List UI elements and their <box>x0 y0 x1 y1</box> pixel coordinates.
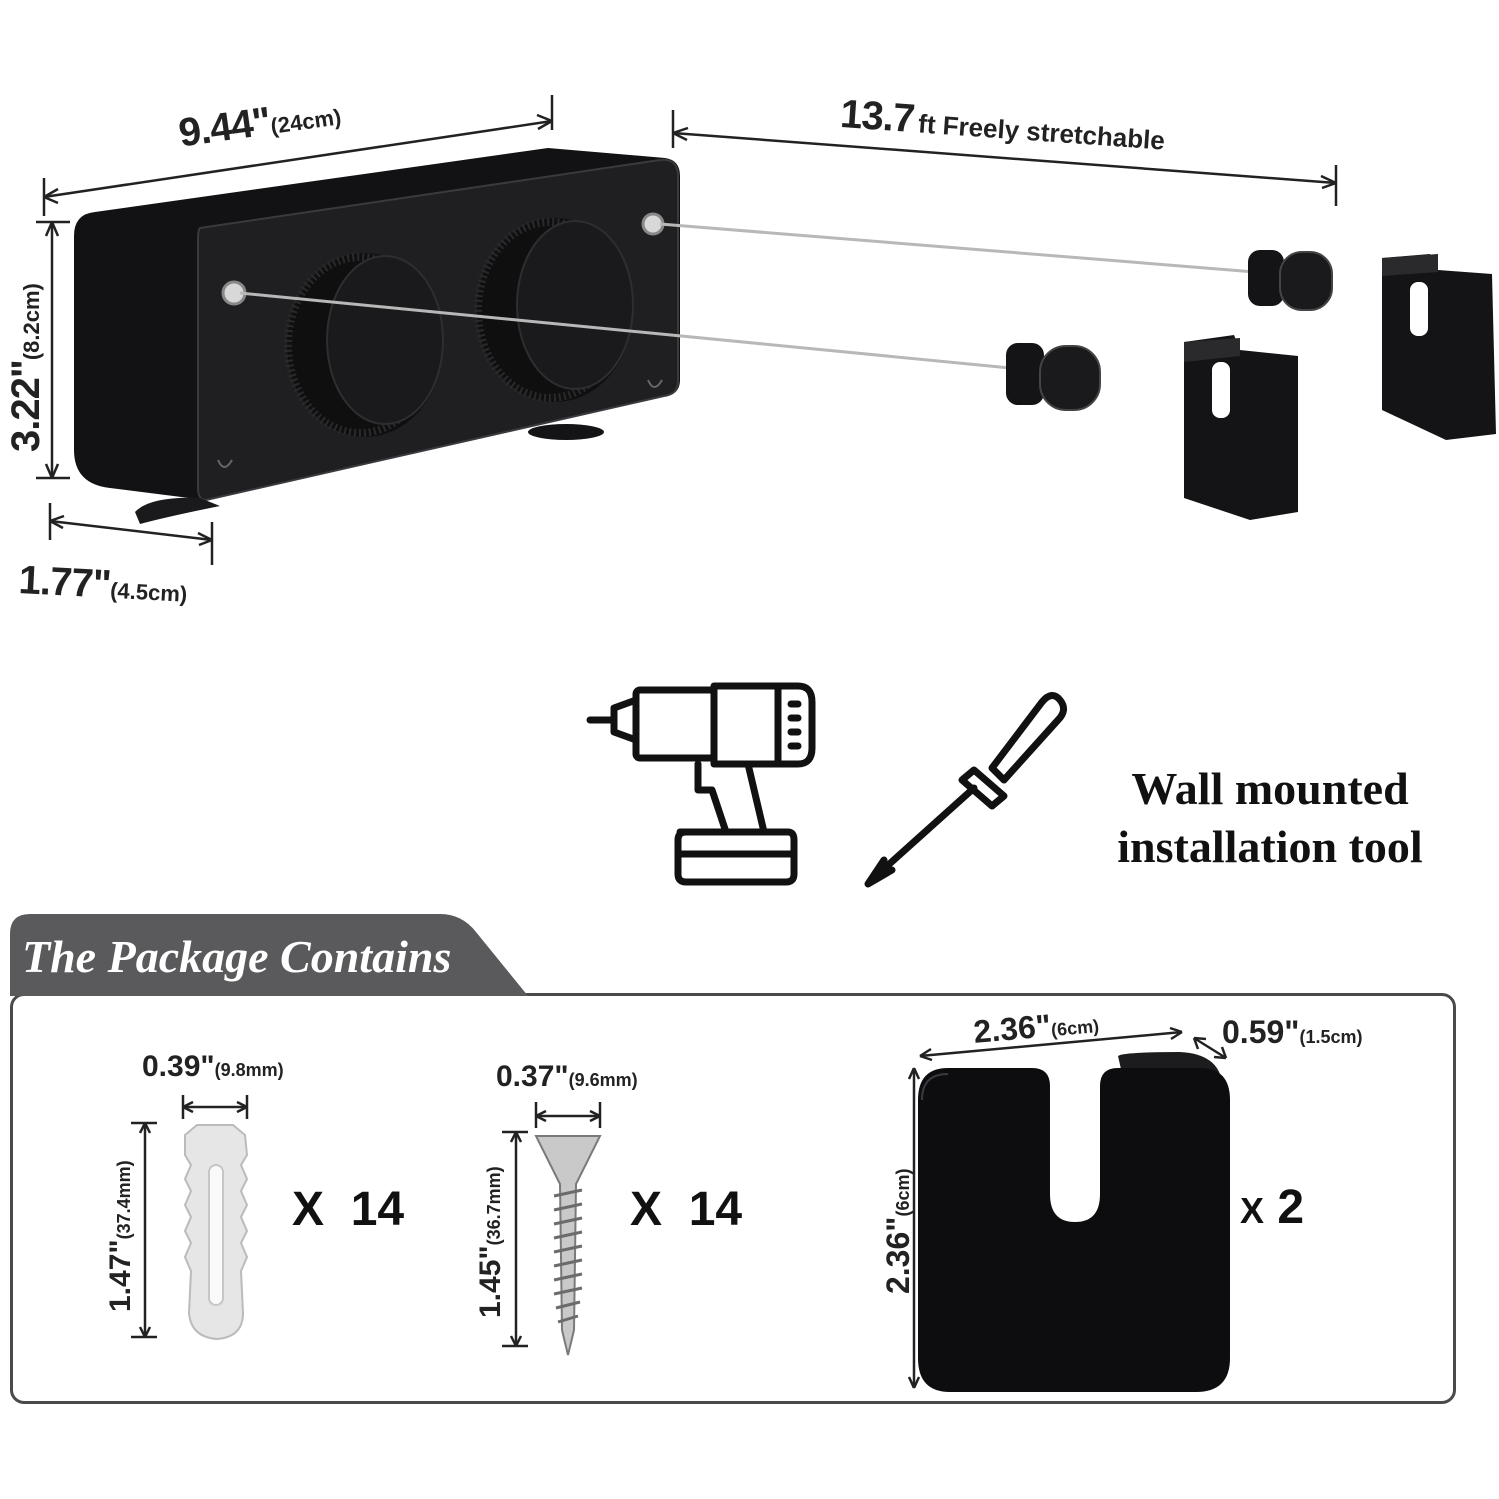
drill-icon <box>586 682 816 886</box>
screwdriver-icon <box>864 692 1067 888</box>
package-title: The Package Contains <box>22 931 452 982</box>
screw-width-inches: 0.37" <box>496 1060 569 1093</box>
screw-width-label: 0.37"(9.6mm) <box>496 1060 638 1094</box>
screw-width-metric: (9.6mm) <box>568 1070 638 1090</box>
width-metric: (24cm) <box>269 104 343 139</box>
bracket-height-inches: 2.36" <box>880 1216 916 1294</box>
screw <box>534 1135 602 1356</box>
bracket-diagram <box>907 1026 1230 1392</box>
wall-anchor-diagram <box>131 1095 249 1341</box>
bracket-depth-metric: (1.5cm) <box>1299 1027 1363 1047</box>
stretch-dimension-line <box>671 110 1338 206</box>
wall-hook-bracket-back <box>1382 254 1496 440</box>
bracket-height-metric: (6cm) <box>893 1168 913 1217</box>
width-dimension-line <box>42 95 554 216</box>
anchor-width-metric: (9.8mm) <box>214 1060 284 1080</box>
screw-length-label: 1.45"(36.7mm) <box>474 1166 508 1318</box>
height-inches: 3.22" <box>4 360 48 452</box>
bracket-depth-inches: 0.59" <box>1222 1014 1300 1050</box>
tools-caption-line1: Wall mounted <box>1131 763 1409 814</box>
wall-hook-bracket-front <box>1184 335 1298 520</box>
depth-dimension-line <box>48 503 214 565</box>
tighten-knob-right <box>474 218 634 402</box>
tighten-knob-left <box>284 253 444 437</box>
wall-anchor <box>183 1124 249 1341</box>
retractable-line-box <box>74 148 680 524</box>
anchor-length-inches: 1.47" <box>104 1239 137 1312</box>
stretch-value: 13.7 <box>838 92 916 142</box>
bracket-width-metric: (6cm) <box>1050 1016 1100 1041</box>
wall-bracket <box>918 1052 1230 1392</box>
bracket-depth-label: 0.59"(1.5cm) <box>1222 1014 1362 1051</box>
bracket-quantity: X 2 <box>1240 1180 1304 1235</box>
anchor-width-inches: 0.39" <box>142 1050 215 1083</box>
height-metric: (8.2cm) <box>19 283 44 361</box>
depth-metric: (4.5cm) <box>109 577 188 607</box>
package-header-tab <box>10 914 528 996</box>
screw-quantity: X 14 <box>630 1183 743 1236</box>
anchor-quantity: X 14 <box>292 1183 405 1236</box>
bracket-quantity-number: 2 <box>1277 1181 1305 1234</box>
tools-caption-line2: installation tool <box>1117 821 1423 872</box>
depth-dimension-label: 1.77"(4.5cm) <box>18 558 189 612</box>
screw-length-metric: (36.7mm) <box>484 1166 504 1246</box>
depth-inches: 1.77" <box>17 558 112 607</box>
height-dimension-line <box>36 220 70 480</box>
product-diagram <box>36 95 1496 565</box>
bracket-height-label: 2.36"(6cm) <box>880 1169 917 1294</box>
cable-left <box>239 291 1011 370</box>
bracket-width-inches: 2.36" <box>972 1007 1053 1050</box>
anchor-length-label: 1.47"(37.4mm) <box>104 1160 138 1312</box>
screw-length-inches: 1.45" <box>474 1245 507 1318</box>
anchor-length-metric: (37.4mm) <box>114 1160 134 1240</box>
bracket-quantity-x: X <box>1240 1190 1265 1231</box>
tools-caption: Wall mounted installation tool <box>1060 760 1480 876</box>
cable-right <box>659 222 1256 274</box>
anchor-width-label: 0.39"(9.8mm) <box>142 1050 284 1084</box>
screw-diagram <box>502 1102 602 1356</box>
height-dimension-label: 3.22"(8.2cm) <box>4 283 49 452</box>
cable-end-cap-left <box>1006 343 1101 411</box>
cable-end-cap-right <box>1248 250 1333 311</box>
